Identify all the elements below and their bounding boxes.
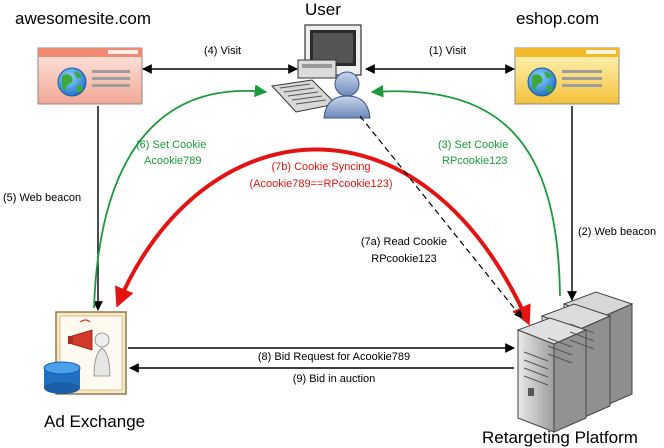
label-set-cookie-3-line1: (3) Set Cookie xyxy=(438,139,508,151)
label-read-cookie-line1: (7a) Read Cookie xyxy=(361,236,447,248)
server-rack-icon xyxy=(516,291,634,433)
database-icon xyxy=(43,361,81,394)
label-cookie-syncing-line1: (7b) Cookie Syncing xyxy=(271,161,370,173)
label-visit-eshop: (1) Visit xyxy=(429,45,466,57)
label-set-cookie-3-line2: RPcookie123 xyxy=(442,155,507,167)
ad-exchange-icon xyxy=(55,311,127,395)
node-label-user: User xyxy=(305,0,341,19)
edge-cookie-syncing xyxy=(115,147,531,326)
eshop-browser-icon xyxy=(514,47,620,105)
label-web-beacon-2: (2) Web beacon xyxy=(578,226,656,238)
edge-set-cookie-3 xyxy=(370,85,561,297)
user-person-icon xyxy=(323,71,371,119)
awesomesite-browser-icon xyxy=(37,47,143,105)
user-computer-icon xyxy=(270,24,362,113)
node-label-awesomesite: awesomesite.com xyxy=(15,9,151,28)
label-cookie-syncing-line2: (Acookie789==RPcookie123) xyxy=(249,178,392,190)
label-visit-awesome: (4) Visit xyxy=(204,45,241,57)
label-web-beacon-5: (5) Web beacon xyxy=(3,192,81,204)
node-label-retargeting: Retargeting Platform xyxy=(482,428,638,447)
edge-set-cookie-6 xyxy=(93,84,268,309)
edge-read-cookie xyxy=(359,115,523,319)
label-read-cookie-line2: RPcookie123 xyxy=(371,253,436,265)
label-set-cookie-6-line1: (6) Set Cookie xyxy=(136,139,206,151)
label-bid-request: (8) Bid Request for Acookie789 xyxy=(258,351,410,363)
node-label-eshop: eshop.com xyxy=(516,9,599,28)
label-bid-auction: (9) Bid in auction xyxy=(293,373,376,385)
node-label-ad-exchange: Ad Exchange xyxy=(44,412,145,431)
label-set-cookie-6-line2: Acookie789 xyxy=(144,155,202,167)
